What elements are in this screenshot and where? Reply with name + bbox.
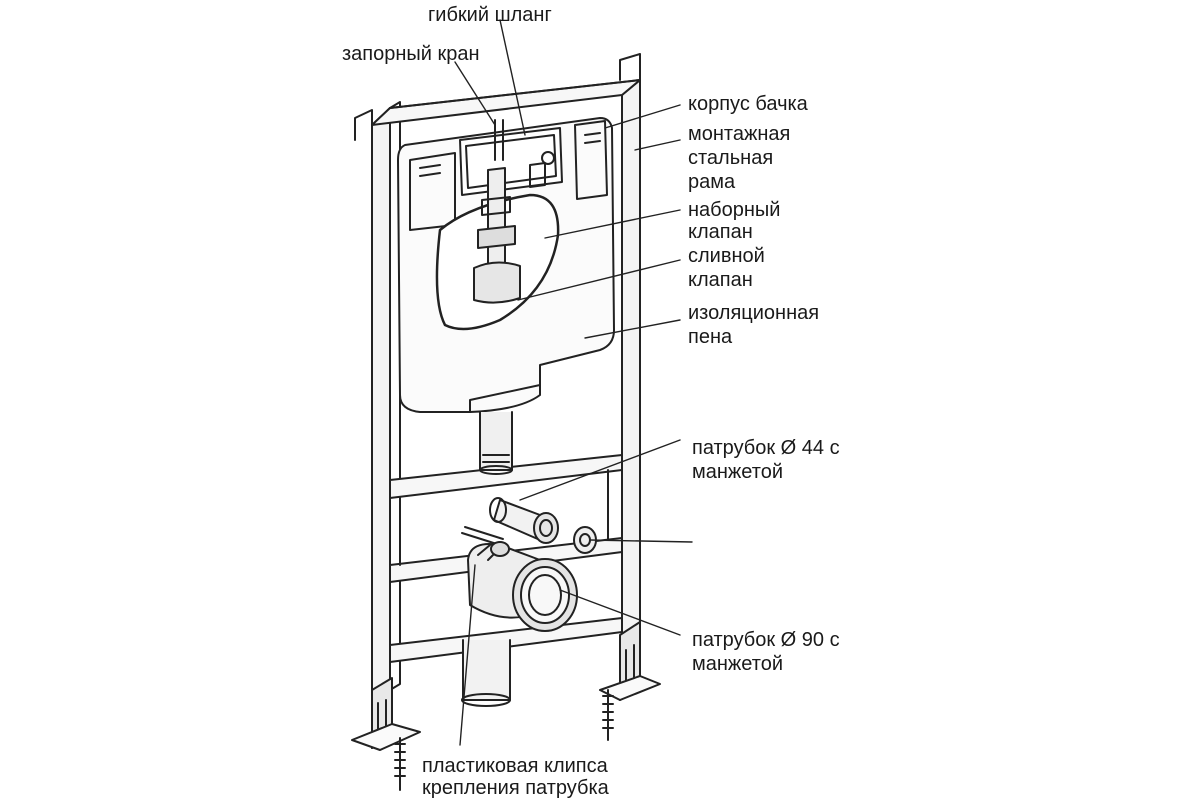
fill-valve-label-line2: клапан [688, 221, 753, 243]
clip-label-line1: пластиковая клипса [422, 755, 608, 777]
drain-valve-label-line1: сливной [688, 245, 765, 267]
flex-hose-label: гибкий шланг [428, 4, 552, 26]
pipe-90-with-cuff [461, 526, 578, 707]
pipe-44-with-cuff [489, 497, 597, 554]
tank-body-label: корпус бачка [688, 93, 808, 115]
pipe90-label-line1: патрубок Ø 90 с [692, 629, 840, 651]
pipe90-label-line2: манжетой [692, 653, 783, 675]
shutoff-valve-label: запорный кран [342, 43, 480, 65]
leader-lines [454, 19, 693, 746]
pipe44-label-line1: патрубок Ø 44 с [692, 437, 840, 459]
clip-label-line2: крепления патрубка [422, 777, 609, 799]
frame-label-line2: стальная [688, 147, 774, 169]
frame-label-line3: рама [688, 171, 736, 193]
frame-label-line1: монтажная [688, 123, 791, 145]
foam-label-line2: пена [688, 326, 733, 348]
foam-label-line1: изоляционная [688, 302, 820, 324]
fill-valve-label-line1: наборный [688, 199, 781, 221]
pipe44-label-line2: манжетой [692, 461, 783, 483]
cistern-body [397, 117, 615, 475]
drain-valve-label-line2: клапан [688, 269, 753, 291]
